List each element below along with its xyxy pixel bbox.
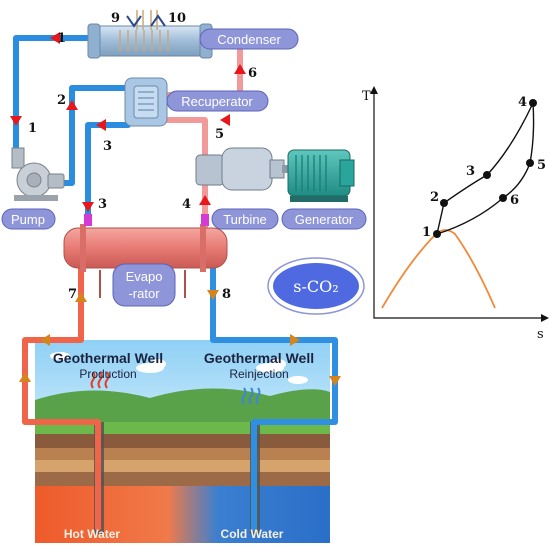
ts-axes <box>373 90 545 319</box>
recuperator-label: Recuperator <box>181 94 253 109</box>
pipe-3 <box>85 122 131 223</box>
pipe-2 <box>59 85 131 186</box>
heat-icon <box>90 371 110 389</box>
state-10: 10 <box>168 11 186 26</box>
state-7: 7 <box>68 287 77 302</box>
state-8: 8 <box>222 287 231 302</box>
state-5: 5 <box>215 127 224 142</box>
reinjection-title: Geothermal Well <box>204 350 314 366</box>
generator <box>287 149 355 202</box>
evaporator-label-1: Evapo <box>126 269 163 284</box>
arrow-7 <box>75 292 87 302</box>
state-6: 6 <box>248 66 257 81</box>
arrow-brine-hot-side <box>19 372 31 382</box>
arrow-1b <box>10 116 22 126</box>
state-9: 9 <box>111 11 120 26</box>
condenser-label: Condenser <box>217 32 281 47</box>
cold-water-label: Cold Water <box>221 527 284 541</box>
pump <box>11 147 65 201</box>
arrow-1a <box>50 32 60 44</box>
saturation-dome <box>381 229 496 309</box>
pipe-1 <box>13 35 98 163</box>
state-1a: 1 <box>57 31 66 46</box>
state-point-labels: 1 1 2 3 3 4 5 6 7 8 9 10 <box>28 11 257 302</box>
t-axis-label: T <box>362 89 371 104</box>
soil-layer-3 <box>35 460 330 472</box>
clouds <box>50 352 308 384</box>
ts-label-6: 6 <box>510 193 519 208</box>
flow-arrows <box>10 32 341 386</box>
cooling-water-inlet <box>126 15 142 28</box>
arrow-brine-cold-side <box>329 376 341 386</box>
recuperator-pill <box>166 90 269 112</box>
turbine <box>195 147 290 191</box>
label-pills: Condenser Recuperator Pump Turbine Gener… <box>1 28 367 315</box>
sco2-badge <box>273 263 359 309</box>
arrow-5 <box>220 114 230 126</box>
ts-label-4: 4 <box>518 95 527 110</box>
arrow-8 <box>207 290 219 300</box>
ts-label-2: 2 <box>430 190 439 205</box>
arrow-brine-cold-top <box>290 334 300 346</box>
ts-label-3: 3 <box>466 164 475 179</box>
ts-diagram: T s 1 2 3 4 5 6 <box>362 86 549 342</box>
generator-pill <box>281 208 367 230</box>
pipe-5 <box>162 117 208 163</box>
arrow-3b <box>82 202 94 212</box>
ts-label-1: 1 <box>422 225 431 240</box>
condenser-pill <box>199 28 299 50</box>
ts-dot-6 <box>499 194 507 202</box>
ts-dot-3 <box>483 171 491 179</box>
arrow-3a <box>96 119 106 131</box>
turbine-pill <box>211 208 279 230</box>
state-4: 4 <box>182 197 191 212</box>
soil-layer-2 <box>35 448 330 460</box>
evaporator <box>63 214 228 298</box>
evaporator-pill <box>112 263 176 307</box>
hot-water-label: Hot Water <box>64 527 121 541</box>
state-3b: 3 <box>98 197 107 212</box>
cooling-icon <box>241 387 261 405</box>
ts-dot-5 <box>526 159 534 167</box>
arrow-2 <box>66 100 78 110</box>
inlet-flange-4 <box>201 214 209 226</box>
reinjection-subtitle: Reinjection <box>229 367 288 381</box>
condenser <box>87 10 213 59</box>
state-2: 2 <box>57 93 66 108</box>
cycle-path <box>436 102 535 235</box>
state-1b: 1 <box>28 121 37 136</box>
recuperator <box>124 77 168 127</box>
pump-label: Pump <box>11 212 45 227</box>
arrow-4 <box>199 195 211 205</box>
state-3a: 3 <box>103 139 112 154</box>
sco2-label: s-CO₂ <box>293 277 338 296</box>
generator-label: Generator <box>295 212 354 227</box>
geothermal-labels: Geothermal Well Production Geothermal We… <box>53 350 314 541</box>
production-title: Geothermal Well <box>53 350 163 366</box>
turbine-label: Turbine <box>223 212 267 227</box>
ts-dot-2 <box>440 199 448 207</box>
inlet-flange-3 <box>84 214 92 226</box>
arrow-6 <box>234 64 246 74</box>
reservoir <box>35 486 330 543</box>
soil-layer-1 <box>35 434 330 448</box>
ts-dot-1 <box>433 230 441 238</box>
cooling-water-outlet <box>150 14 166 27</box>
s-axis-arrowhead <box>541 314 549 322</box>
production-subtitle: Production <box>79 367 136 381</box>
ts-state-dots <box>433 99 537 238</box>
s-axis-label: s <box>537 327 544 342</box>
soil-layer-4 <box>35 472 330 486</box>
arrow-brine-hot-top <box>40 334 50 346</box>
t-axis-arrowhead <box>370 86 378 94</box>
ts-label-5: 5 <box>537 158 546 173</box>
ts-dot-4 <box>529 99 537 107</box>
evaporator-label-2: -rator <box>128 286 160 301</box>
pump-pill <box>1 208 56 230</box>
